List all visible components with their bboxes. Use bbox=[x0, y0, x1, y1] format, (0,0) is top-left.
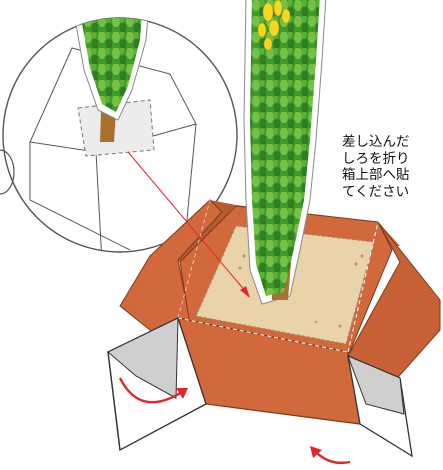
instruction-line-3: 箱上部へ貼 bbox=[342, 167, 410, 183]
magnifier-circle bbox=[2, 17, 238, 253]
edge-circle-fragment bbox=[0, 149, 15, 195]
left-fold-flap bbox=[107, 317, 207, 452]
insert-arrow bbox=[127, 151, 250, 298]
tree-foliage bbox=[250, 0, 320, 296]
inset-dashed-tab bbox=[77, 99, 155, 157]
right-fold-flap bbox=[347, 354, 413, 458]
instruction-line-2: しろを折り bbox=[342, 150, 410, 167]
yellow-blossom bbox=[257, 0, 291, 51]
instruction-text: 差し込んだ しろを折り 箱上部へ貼 てください bbox=[342, 134, 443, 200]
tree bbox=[243, 0, 327, 305]
fold-arrow-right bbox=[310, 446, 351, 465]
instruction-line-4: てください bbox=[342, 183, 410, 200]
instruction-line-1: 差し込んだ bbox=[342, 134, 410, 150]
fold-arrow-left bbox=[118, 377, 188, 404]
